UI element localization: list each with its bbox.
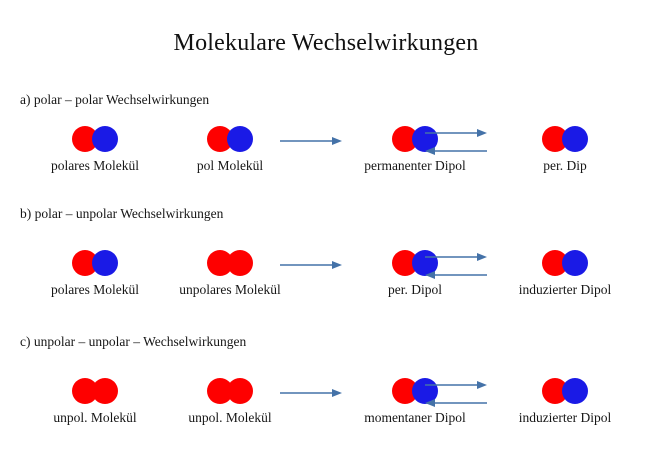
molecule-b-2: unpolares Molekül xyxy=(165,250,295,298)
molecule-c-3-label: momentaner Dipol xyxy=(364,410,466,425)
molecule-c-2-atoms xyxy=(207,378,253,404)
atom-blue-icon xyxy=(562,378,588,404)
molecule-b-4-atoms xyxy=(542,250,588,276)
transition-arrow-icon xyxy=(280,260,342,272)
attraction-arrow-left-icon xyxy=(425,146,487,158)
transition-arrow-icon xyxy=(280,136,342,148)
molecule-a-2-label: pol Molekül xyxy=(196,158,264,173)
molecule-b-2-atoms xyxy=(207,250,253,276)
molecule-c-1-atoms xyxy=(72,378,118,404)
molecule-b-4-label: induzierter Dipol xyxy=(518,282,612,297)
molecule-b-3-label: per. Dipol xyxy=(388,282,442,297)
section-a-molecule-row: polares Molekül pol Molekül xyxy=(0,126,652,186)
molecule-a-3-label: permanenter Dipol xyxy=(364,158,466,173)
atom-red-icon xyxy=(92,378,118,404)
attraction-arrow-right-icon xyxy=(425,380,487,392)
transition-arrow-icon xyxy=(280,388,342,400)
molecule-c-4: induzierter Dipol xyxy=(495,378,635,426)
molecule-b-4: induzierter Dipol xyxy=(495,250,635,298)
section-c-heading: c) unpolar – unpolar – Wechselwirkungen xyxy=(20,334,247,349)
attraction-arrow-right-icon xyxy=(425,252,487,264)
molecule-b-1: polares Molekül xyxy=(30,250,160,298)
atom-blue-icon xyxy=(227,126,253,152)
atom-blue-icon xyxy=(562,126,588,152)
molecule-a-2-atoms xyxy=(207,126,253,152)
molecule-c-1-label: unpol. Molekül xyxy=(53,410,137,425)
atom-red-icon xyxy=(227,378,253,404)
molecule-a-4-label: per. Dip xyxy=(543,158,587,173)
molecule-c-3: momentaner Dipol xyxy=(345,378,485,426)
atom-blue-icon xyxy=(562,250,588,276)
molecule-c-4-label: induzierter Dipol xyxy=(518,410,612,425)
molecule-a-2: pol Molekül xyxy=(165,126,295,174)
molecule-a-3: permanenter Dipol xyxy=(345,126,485,174)
molecule-b-2-label: unpolares Molekül xyxy=(179,282,281,297)
atom-blue-icon xyxy=(92,250,118,276)
molecule-c-2: unpol. Molekül xyxy=(165,378,295,426)
molecule-a-4: per. Dip xyxy=(495,126,635,174)
section-b-molecule-row: polares Molekül unpolares Molekül xyxy=(0,250,652,310)
molecule-a-1-atoms xyxy=(72,126,118,152)
molecule-a-1-label: polares Molekül xyxy=(50,158,140,173)
attraction-arrow-left-icon xyxy=(425,398,487,410)
molecule-a-1: polares Molekül xyxy=(30,126,160,174)
molecule-b-1-label: polares Molekül xyxy=(50,282,140,297)
page-title: Molekulare Wechselwirkungen xyxy=(173,30,479,56)
section-c-molecule-row: unpol. Molekül unpol. Molekül xyxy=(0,378,652,438)
atom-red-icon xyxy=(227,250,253,276)
molecule-b-1-atoms xyxy=(72,250,118,276)
molecule-c-1: unpol. Molekül xyxy=(30,378,160,426)
molecule-c-2-label: unpol. Molekül xyxy=(188,410,272,425)
atom-blue-icon xyxy=(92,126,118,152)
molecule-c-4-atoms xyxy=(542,378,588,404)
section-b-heading: b) polar – unpolar Wechselwirkungen xyxy=(20,206,224,221)
attraction-arrow-right-icon xyxy=(425,128,487,140)
attraction-arrow-left-icon xyxy=(425,270,487,282)
molecule-a-4-atoms xyxy=(542,126,588,152)
section-a-heading: a) polar – polar Wechselwirkungen xyxy=(20,92,210,107)
